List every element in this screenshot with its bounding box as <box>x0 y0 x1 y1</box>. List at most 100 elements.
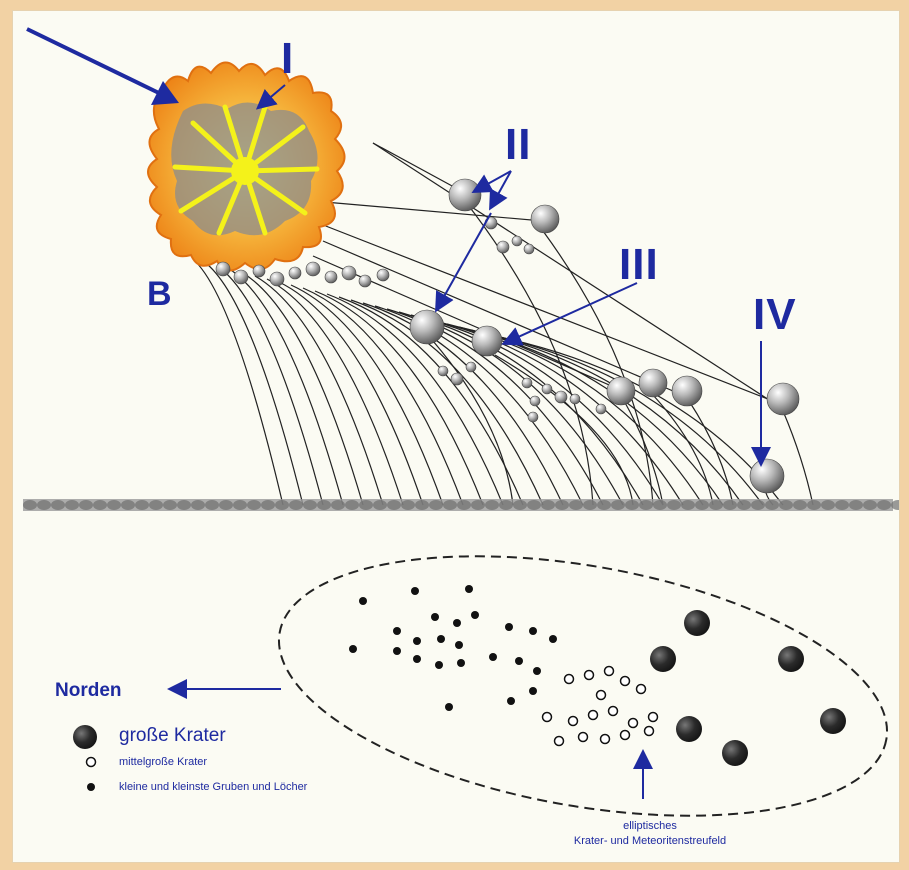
crater-field <box>349 585 846 766</box>
meteor-fragment <box>377 269 389 281</box>
legend-small-pit-label: kleine und kleinste Gruben und Löcher <box>119 782 307 793</box>
strewn-field-caption-line1: elliptisches <box>535 819 765 834</box>
ground-texture <box>23 500 37 510</box>
explosion-fireball <box>148 62 345 270</box>
small-pit <box>437 635 445 643</box>
ground-texture <box>499 500 513 510</box>
ground-texture <box>457 500 471 510</box>
meteor-fragment <box>342 266 356 280</box>
meteor-fragment <box>530 396 540 406</box>
large-crater <box>722 740 748 766</box>
meteor-fragment <box>325 271 337 283</box>
medium-crater <box>565 675 574 684</box>
meteor-fragment <box>596 404 606 414</box>
ground-texture <box>667 500 681 510</box>
ground-texture <box>513 500 527 510</box>
ground-texture <box>79 500 93 510</box>
trajectory-arc <box>483 333 763 505</box>
meteor-fragment <box>410 310 444 344</box>
ground-texture <box>233 500 247 510</box>
legend-medium-crater-label: mittelgroße Krater <box>119 757 207 768</box>
small-pit <box>393 627 401 635</box>
ground-texture <box>415 500 429 510</box>
trajectory-arc <box>783 411 813 505</box>
ground-texture <box>177 500 191 510</box>
ground-texture <box>289 500 303 510</box>
ground-texture <box>121 500 135 510</box>
strewn-field-ellipse <box>259 514 899 857</box>
ground-texture <box>751 500 765 510</box>
ground-texture <box>163 500 177 510</box>
ground-texture <box>247 500 261 510</box>
ground-texture <box>793 500 807 510</box>
large-crater <box>684 610 710 636</box>
ground-texture <box>527 500 541 510</box>
ground-texture <box>695 500 709 510</box>
medium-crater <box>645 727 654 736</box>
meteor-fragment <box>639 369 667 397</box>
large-crater-icon <box>73 725 97 749</box>
meteor-fragment <box>449 179 481 211</box>
stage-label-iii: III <box>619 243 659 287</box>
ground-texture <box>373 500 387 510</box>
ground-texture <box>261 500 275 510</box>
ground-texture <box>93 500 107 510</box>
stage-label-ii: II <box>505 123 531 167</box>
medium-crater <box>589 711 598 720</box>
small-pit <box>507 697 515 705</box>
small-pit <box>445 703 453 711</box>
ground-texture <box>345 500 359 510</box>
meteor-fragment <box>270 272 284 286</box>
small-pit <box>411 587 419 595</box>
small-pit <box>465 585 473 593</box>
small-pit <box>457 659 465 667</box>
ground-surface <box>23 499 899 511</box>
ground-texture <box>275 500 289 510</box>
diagram-frame: I II III IV B Norden große Krater mittel… <box>12 10 900 863</box>
legend-large-crater-label: große Krater <box>119 726 226 745</box>
meteor-fragment <box>528 412 538 422</box>
meteor-fragment <box>555 391 567 403</box>
medium-crater <box>637 685 646 694</box>
small-pit <box>431 613 439 621</box>
small-pit <box>529 687 537 695</box>
ground-texture <box>37 500 51 510</box>
ground-texture <box>331 500 345 510</box>
meteor-fragment <box>359 275 371 287</box>
trajectory-arc <box>207 264 303 505</box>
meteor-fragment <box>306 262 320 276</box>
meteor-fragment <box>438 366 448 376</box>
ground-texture <box>863 500 877 510</box>
small-pit <box>515 657 523 665</box>
meteor-fragment <box>570 394 580 404</box>
trajectory-arc <box>689 401 733 505</box>
ground-texture <box>583 500 597 510</box>
ground-texture <box>877 500 891 510</box>
trajectory-arc <box>351 300 543 505</box>
small-pit <box>453 619 461 627</box>
ground-texture <box>653 500 667 510</box>
stage-label-iv: IV <box>753 293 797 337</box>
ground-texture <box>835 500 849 510</box>
ground-texture <box>625 500 639 510</box>
ground-texture <box>471 500 485 510</box>
ground-texture <box>401 500 415 510</box>
ground-texture <box>191 500 205 510</box>
north-direction-label: Norden <box>55 681 122 700</box>
strewn-field-caption: elliptisches Krater- und Meteoritenstreu… <box>535 819 765 849</box>
ground-texture <box>807 500 821 510</box>
small-pit <box>505 623 513 631</box>
small-pit <box>529 627 537 635</box>
ground-texture <box>485 500 499 510</box>
strewn-field-caption-line2: Krater- und Meteoritenstreufeld <box>535 834 765 849</box>
large-crater <box>650 646 676 672</box>
medium-crater <box>555 737 564 746</box>
ground-texture <box>737 500 751 510</box>
medium-crater <box>609 707 618 716</box>
ground-texture <box>359 500 373 510</box>
ground-texture <box>611 500 625 510</box>
medium-crater <box>605 667 614 676</box>
meteor-fragment <box>767 383 799 415</box>
meteor-fragment <box>522 378 532 388</box>
meteor-fragment <box>750 459 784 493</box>
